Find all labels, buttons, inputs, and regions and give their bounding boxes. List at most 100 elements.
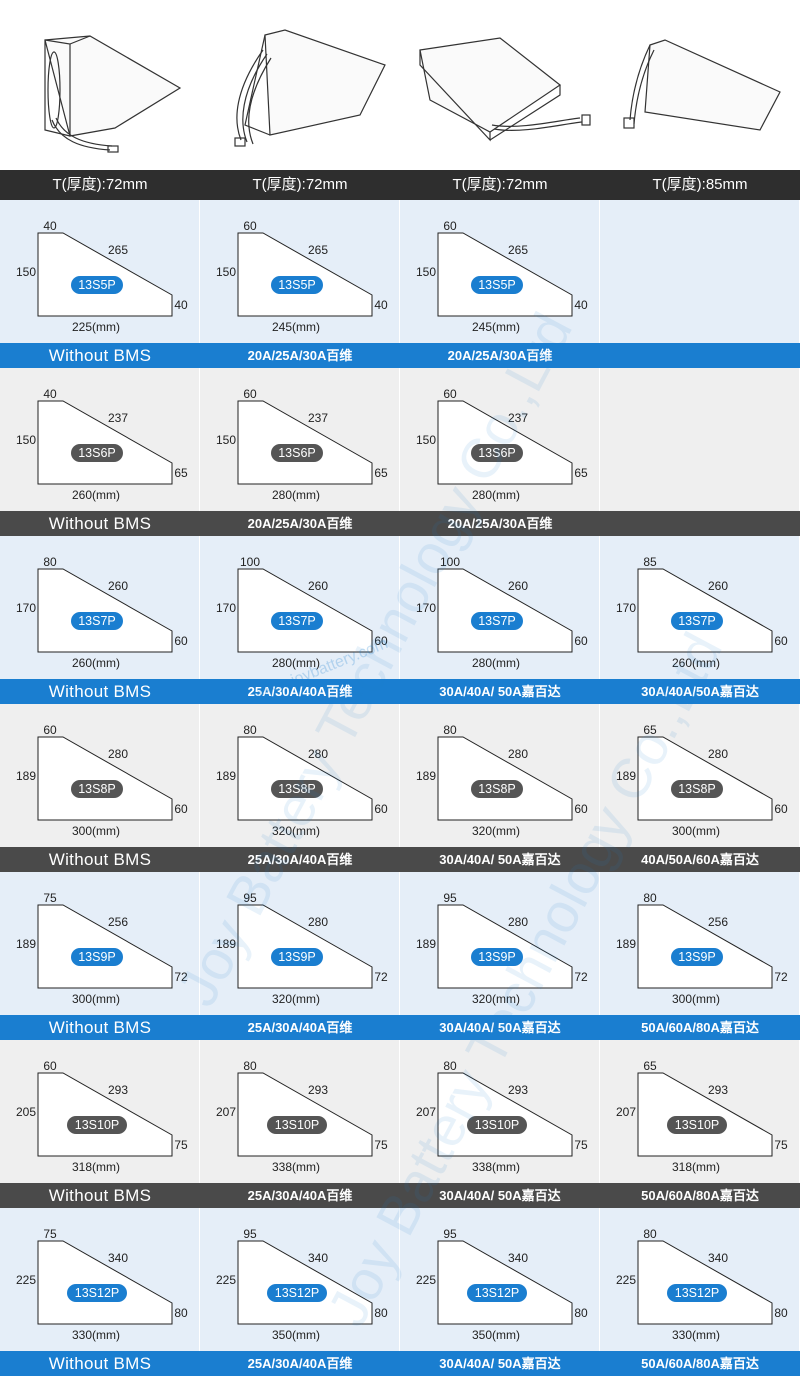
bms-current-label: 30A/40A/50A嘉百达 bbox=[641, 684, 759, 699]
config-code: 13S8P bbox=[678, 782, 716, 796]
length-label: 318(mm) bbox=[672, 1160, 720, 1174]
right-height-label: 60 bbox=[774, 634, 788, 648]
length-label: 350(mm) bbox=[272, 1328, 320, 1342]
pack-outline bbox=[437, 904, 573, 989]
top-width-label: 60 bbox=[43, 1059, 57, 1073]
slope-length-label: 280 bbox=[508, 915, 528, 929]
bms-current-label: 50A/60A/80A嘉百达 bbox=[641, 1188, 759, 1203]
pack-outline bbox=[237, 1240, 373, 1325]
bms-current-label: 25A/30A/40A百维 bbox=[247, 1188, 353, 1203]
pack-outline bbox=[37, 232, 173, 317]
top-width-label: 65 bbox=[643, 723, 657, 737]
pack-outline bbox=[237, 400, 373, 485]
top-width-label: 95 bbox=[443, 891, 457, 905]
battery-pack-illustration-2 bbox=[234, 29, 386, 147]
thickness-label: T(厚度):72mm bbox=[252, 176, 348, 193]
top-width-label: 75 bbox=[43, 1227, 57, 1241]
config-code: 13S9P bbox=[278, 950, 316, 964]
top-width-label: 85 bbox=[643, 555, 657, 569]
length-label: 330(mm) bbox=[72, 1328, 120, 1342]
pack-outline bbox=[37, 904, 173, 989]
right-height-label: 65 bbox=[174, 466, 188, 480]
slope-length-label: 280 bbox=[508, 747, 528, 761]
slope-length-label: 237 bbox=[308, 411, 328, 425]
config-code: 13S12P bbox=[75, 1286, 119, 1300]
bms-current-label: 40A/50A/60A嘉百达 bbox=[641, 852, 759, 867]
top-width-label: 40 bbox=[43, 387, 57, 401]
length-label: 330(mm) bbox=[672, 1328, 720, 1342]
height-label: 189 bbox=[16, 937, 36, 951]
pack-outline bbox=[437, 568, 573, 653]
length-label: 225(mm) bbox=[72, 320, 120, 334]
right-height-label: 80 bbox=[374, 1306, 388, 1320]
bms-current-label bbox=[600, 511, 800, 536]
slope-length-label: 265 bbox=[108, 243, 128, 257]
height-label: 205 bbox=[16, 1105, 36, 1119]
config-code: 13S8P bbox=[278, 782, 316, 796]
right-height-label: 60 bbox=[574, 634, 588, 648]
length-label: 350(mm) bbox=[472, 1328, 520, 1342]
bms-current-label: 25A/30A/40A百维 bbox=[247, 852, 353, 867]
thickness-header: T(厚度):72mm T(厚度):72mm T(厚度):72mm T(厚度):8… bbox=[0, 170, 800, 200]
right-height-label: 75 bbox=[574, 1138, 588, 1152]
config-badge: 13S10P bbox=[467, 1116, 527, 1134]
pack-outline bbox=[437, 1240, 573, 1325]
pack-outline bbox=[237, 232, 373, 317]
top-width-label: 65 bbox=[643, 1059, 657, 1073]
bms-label: Without BMS bbox=[48, 850, 152, 869]
right-height-label: 65 bbox=[574, 466, 588, 480]
bms-current-label: 25A/30A/40A百维 bbox=[247, 1356, 353, 1371]
height-label: 225 bbox=[16, 1273, 36, 1287]
right-height-label: 75 bbox=[374, 1138, 388, 1152]
slope-length-label: 260 bbox=[508, 579, 528, 593]
pack-outline bbox=[437, 1072, 573, 1157]
pack-outline bbox=[37, 1072, 173, 1157]
length-label: 260(mm) bbox=[72, 488, 120, 502]
top-width-label: 95 bbox=[443, 1227, 457, 1241]
pack-outline bbox=[437, 400, 573, 485]
config-code: 13S6P bbox=[278, 446, 316, 460]
config-code: 13S7P bbox=[478, 614, 516, 628]
length-label: 280(mm) bbox=[272, 488, 320, 502]
slope-length-label: 260 bbox=[708, 579, 728, 593]
pack-outline bbox=[637, 568, 773, 653]
top-width-label: 95 bbox=[243, 1227, 257, 1241]
config-badge: 13S9P bbox=[271, 948, 323, 966]
config-badge: 13S7P bbox=[471, 612, 523, 630]
top-width-label: 80 bbox=[243, 723, 257, 737]
height-label: 189 bbox=[416, 769, 436, 783]
config-badge: 13S9P bbox=[471, 948, 523, 966]
slope-length-label: 256 bbox=[708, 915, 728, 929]
height-label: 225 bbox=[616, 1273, 636, 1287]
bms-current-label: 30A/40A/ 50A嘉百达 bbox=[439, 1356, 561, 1371]
slope-length-label: 280 bbox=[108, 747, 128, 761]
right-height-label: 72 bbox=[174, 970, 188, 984]
top-width-label: 60 bbox=[43, 723, 57, 737]
slope-length-label: 265 bbox=[308, 243, 328, 257]
bms-current-label: 30A/40A/ 50A嘉百达 bbox=[439, 1188, 561, 1203]
